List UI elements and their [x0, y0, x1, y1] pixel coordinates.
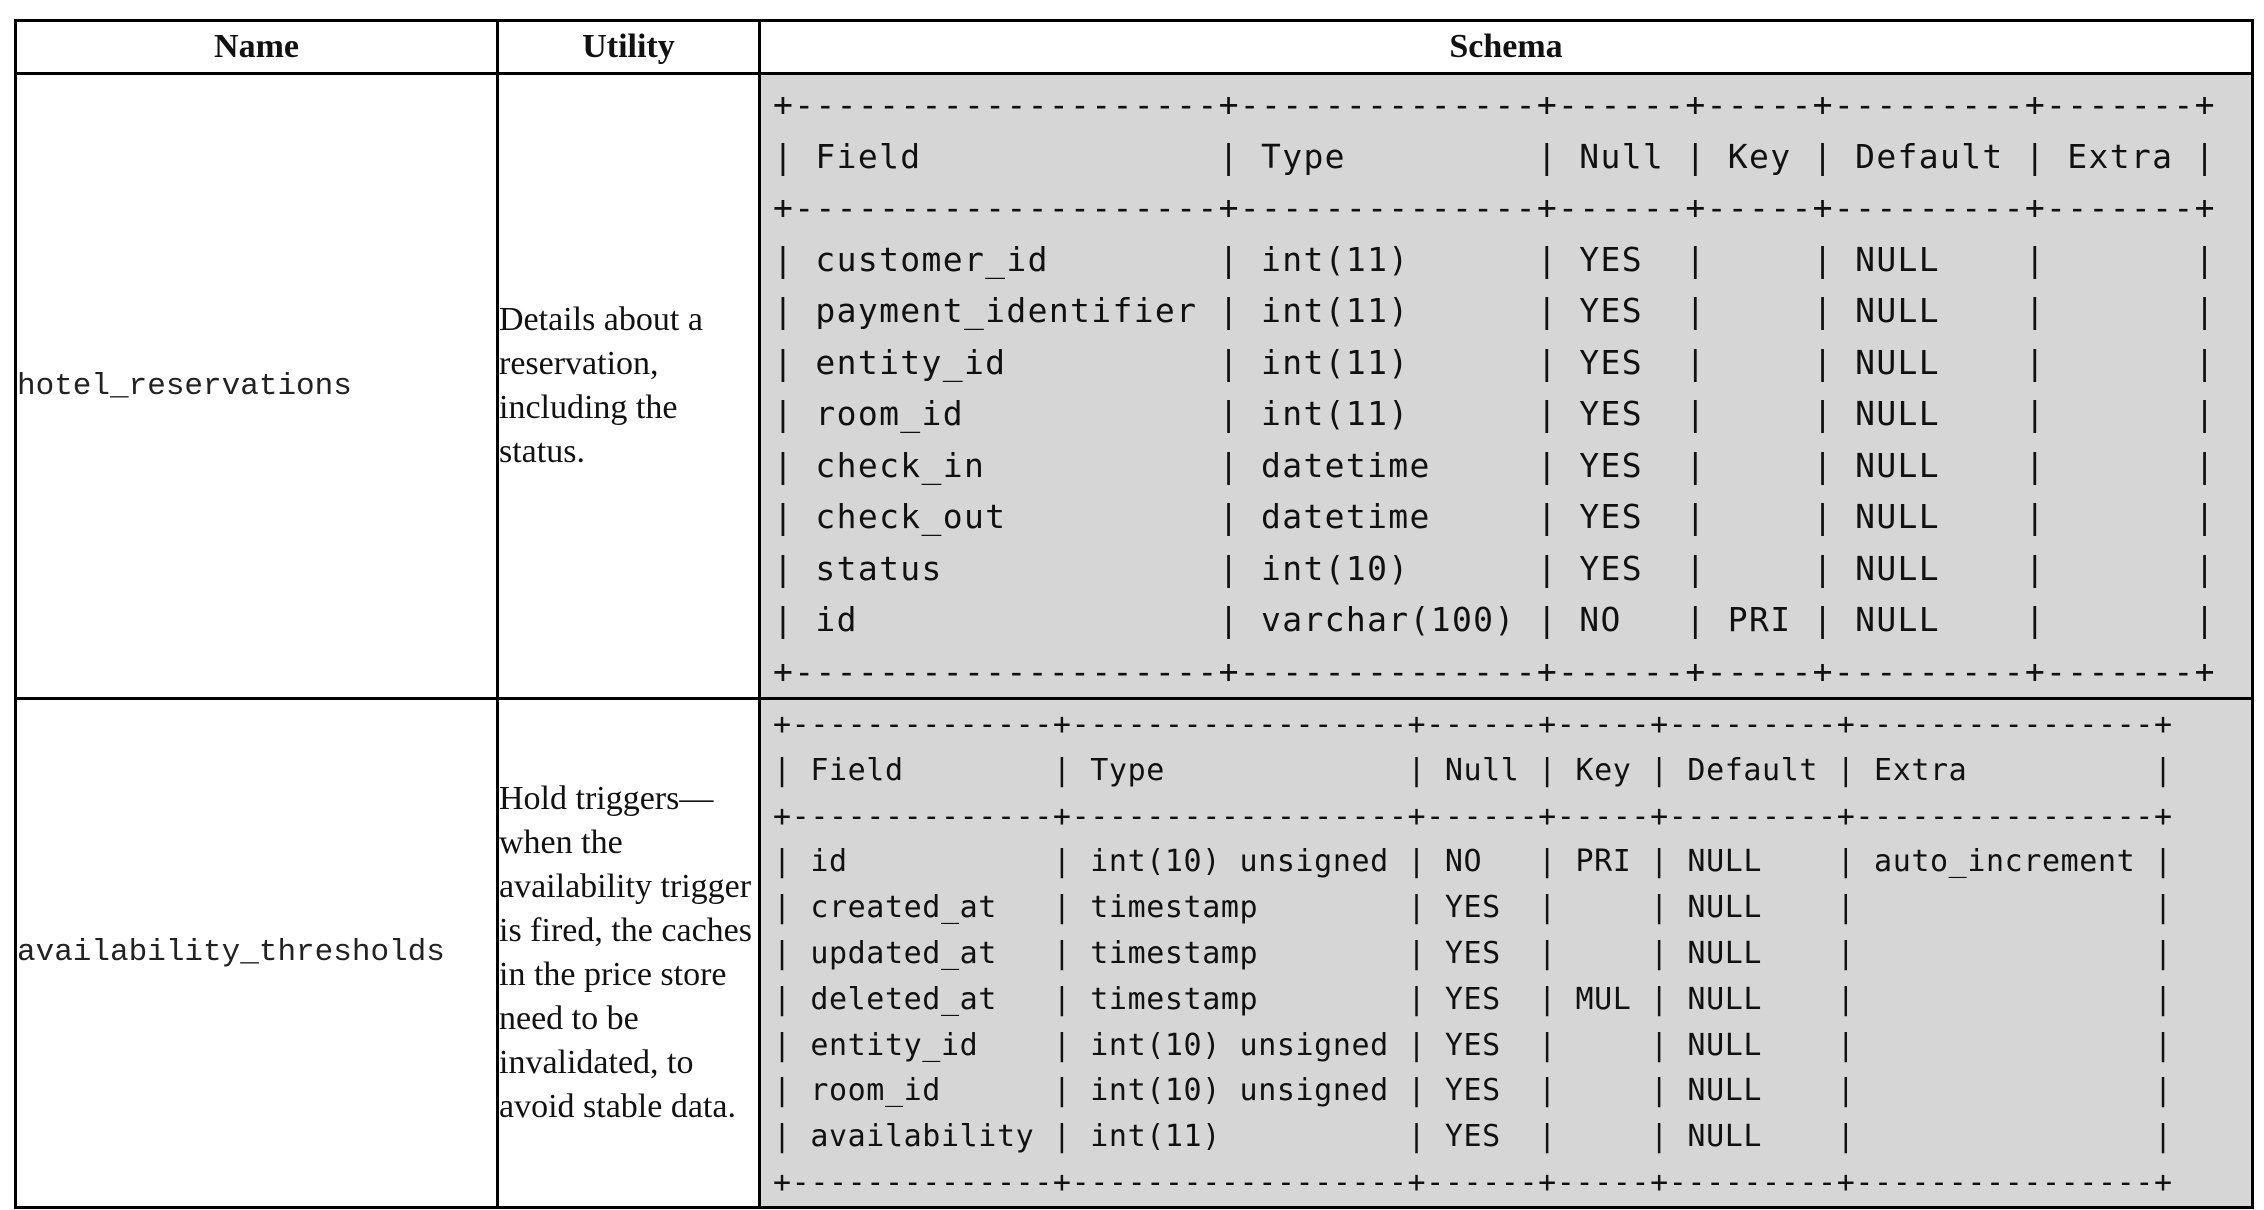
schema-cell: +--------------+------------------+-----…	[758, 697, 2254, 1209]
header-schema: Schema	[758, 19, 2254, 75]
table-name-cell: availability_thresholds	[14, 697, 499, 1209]
schema-cell: +--------------------+--------------+---…	[758, 72, 2254, 700]
schema-listing: +--------------------+--------------+---…	[773, 85, 2216, 691]
utility-cell: Hold triggers—when the availability trig…	[496, 697, 761, 1209]
table-row: hotel_reservations Details about a reser…	[14, 72, 2254, 700]
header-utility: Utility	[496, 19, 761, 75]
schema-listing: +--------------+------------------+-----…	[773, 707, 2173, 1200]
table-name-cell: hotel_reservations	[14, 72, 499, 700]
utility-cell: Details about a reservation, including t…	[496, 72, 761, 700]
header-row: Name Utility Schema	[14, 19, 2254, 75]
table-row: availability_thresholds Hold triggers—wh…	[14, 697, 2254, 1209]
header-name: Name	[14, 19, 499, 75]
schema-table: Name Utility Schema hotel_reservations D…	[14, 19, 2254, 1209]
